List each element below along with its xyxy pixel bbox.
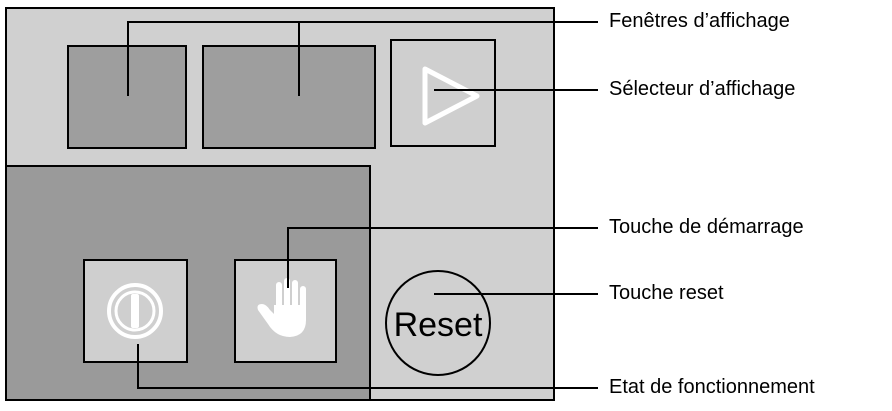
leader-lines bbox=[127, 21, 598, 389]
reset-button[interactable] bbox=[385, 270, 491, 376]
display-window-right bbox=[202, 45, 376, 149]
leader-display-windows bbox=[127, 21, 598, 96]
label-reset-key: Touche reset bbox=[609, 282, 724, 304]
label-display-selector: Sélecteur d’affichage bbox=[609, 78, 796, 100]
hand-icon bbox=[257, 278, 306, 337]
start-button[interactable] bbox=[234, 259, 337, 363]
reset-button-label: Reset bbox=[394, 306, 483, 344]
label-operating-state: Etat de fonctionnement bbox=[609, 376, 815, 398]
power-icon bbox=[107, 283, 163, 339]
play-triangle-icon bbox=[422, 66, 480, 126]
label-display-windows: Fenêtres d’affichage bbox=[609, 10, 790, 32]
display-selector-button[interactable] bbox=[390, 39, 496, 147]
label-start-key: Touche de démarrage bbox=[609, 216, 804, 238]
leader-start-key bbox=[287, 227, 598, 288]
leader-operating-state bbox=[137, 344, 598, 389]
